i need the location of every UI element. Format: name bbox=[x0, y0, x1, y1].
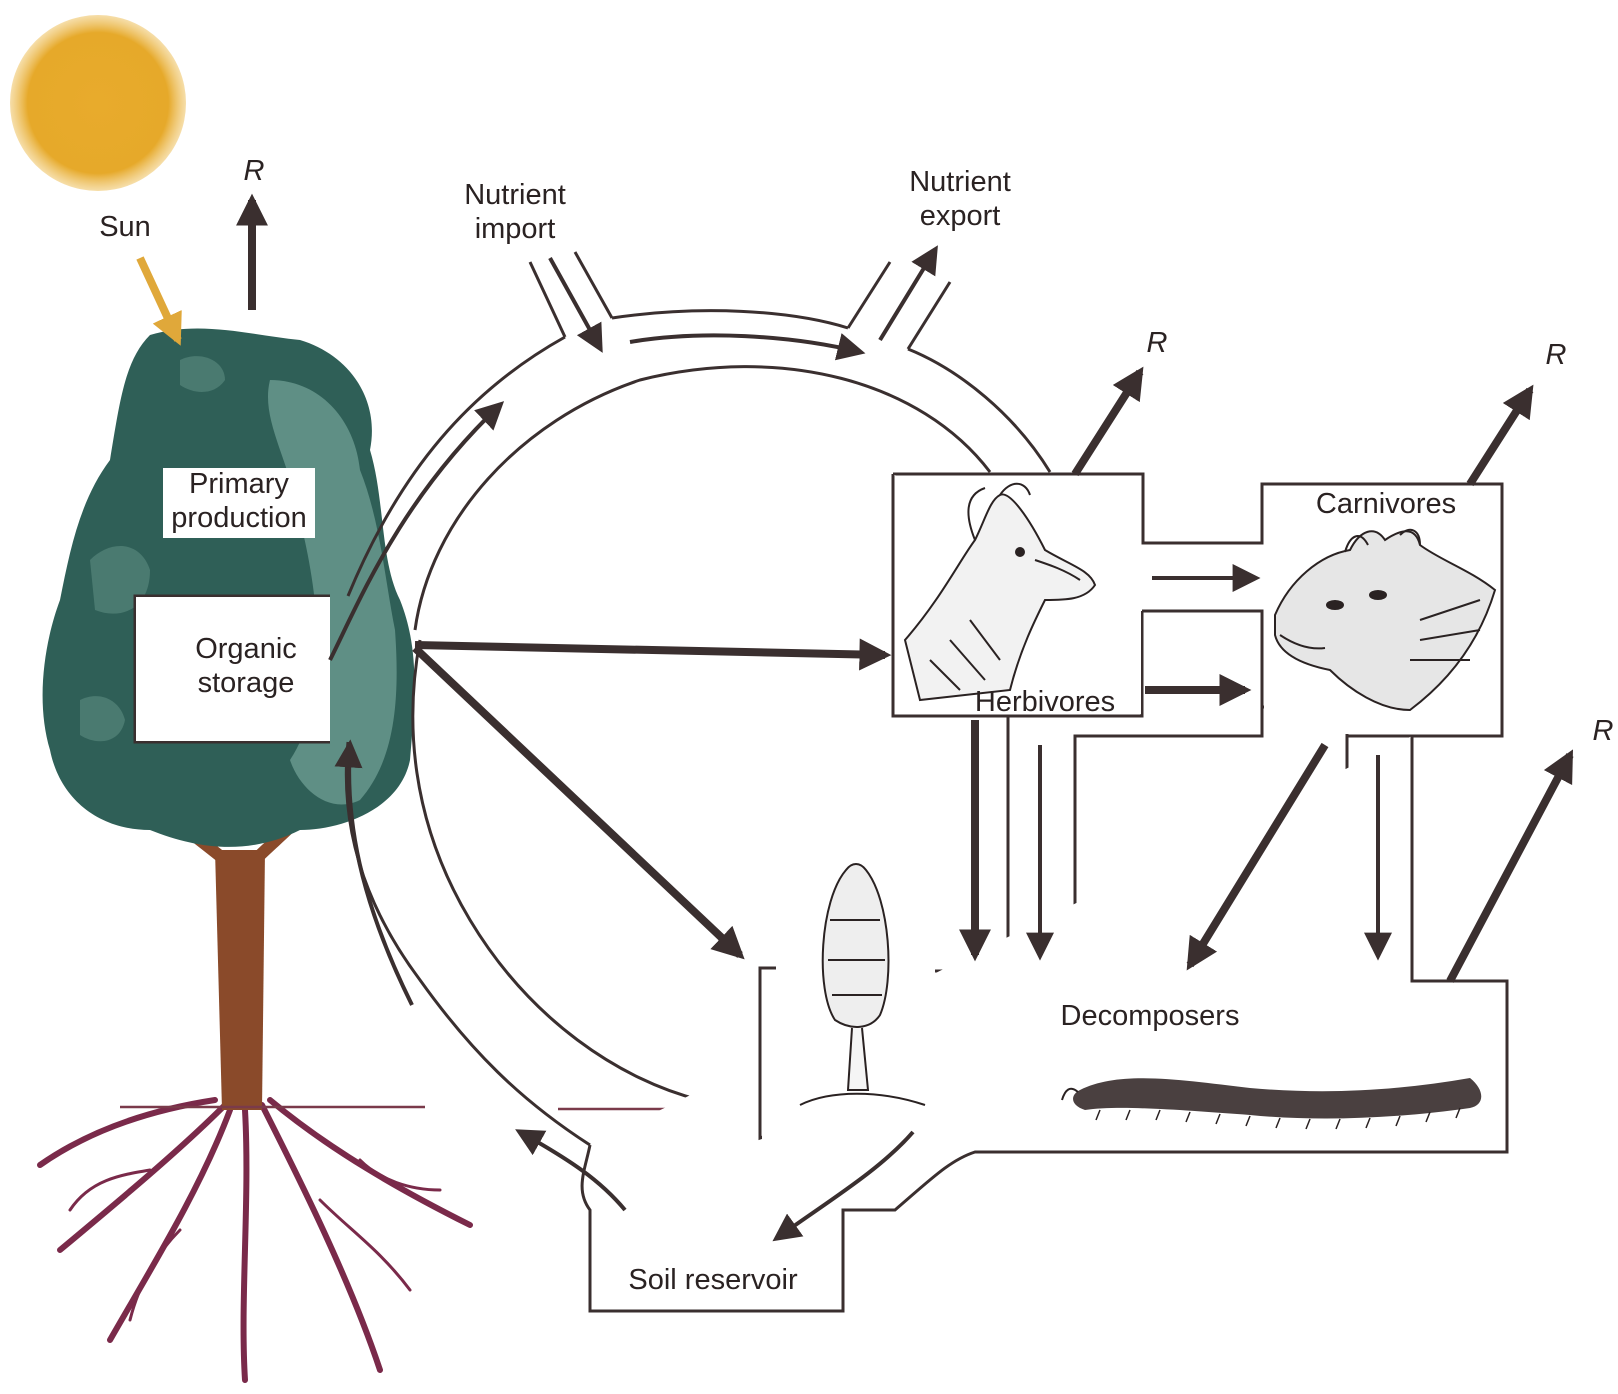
respiration-arrow-decomposers bbox=[1450, 755, 1570, 981]
ring-flow-arrow-top bbox=[630, 335, 860, 352]
nutrient-import-label-line2: import bbox=[475, 213, 556, 245]
respiration-label-tree: R bbox=[244, 155, 265, 187]
herbivores-label: Herbivores bbox=[975, 686, 1115, 718]
organic-storage-label-line1: Organic bbox=[195, 633, 297, 665]
organic-storage-label-line2: storage bbox=[198, 667, 295, 699]
sun-icon bbox=[10, 15, 186, 191]
soil-reservoir-label: Soil reservoir bbox=[628, 1264, 798, 1296]
respiration-label-carnivores: R bbox=[1546, 339, 1567, 371]
respiration-label-decomposers: R bbox=[1593, 715, 1614, 747]
respiration-arrow-herbivores bbox=[1075, 372, 1140, 474]
nutrient-export-label-line2: export bbox=[920, 200, 1001, 232]
nutrient-import-label-line1: Nutrient bbox=[464, 179, 566, 211]
respiration-label-herbivores: R bbox=[1147, 327, 1168, 359]
respiration-arrow-carnivores bbox=[1470, 390, 1530, 484]
carnivores-label: Carnivores bbox=[1316, 488, 1456, 520]
storage-to-herbivores-arrow bbox=[415, 645, 885, 655]
nutrient-export-label-line1: Nutrient bbox=[909, 166, 1011, 198]
primary-production-label-line2: production bbox=[171, 502, 306, 534]
nutrient-import-arrow bbox=[550, 258, 600, 348]
sunlight-arrow bbox=[140, 258, 178, 340]
decomposers-label: Decomposers bbox=[1061, 1000, 1240, 1032]
sun-label: Sun bbox=[99, 211, 151, 243]
primary-production-label-line1: Primary bbox=[189, 468, 289, 500]
